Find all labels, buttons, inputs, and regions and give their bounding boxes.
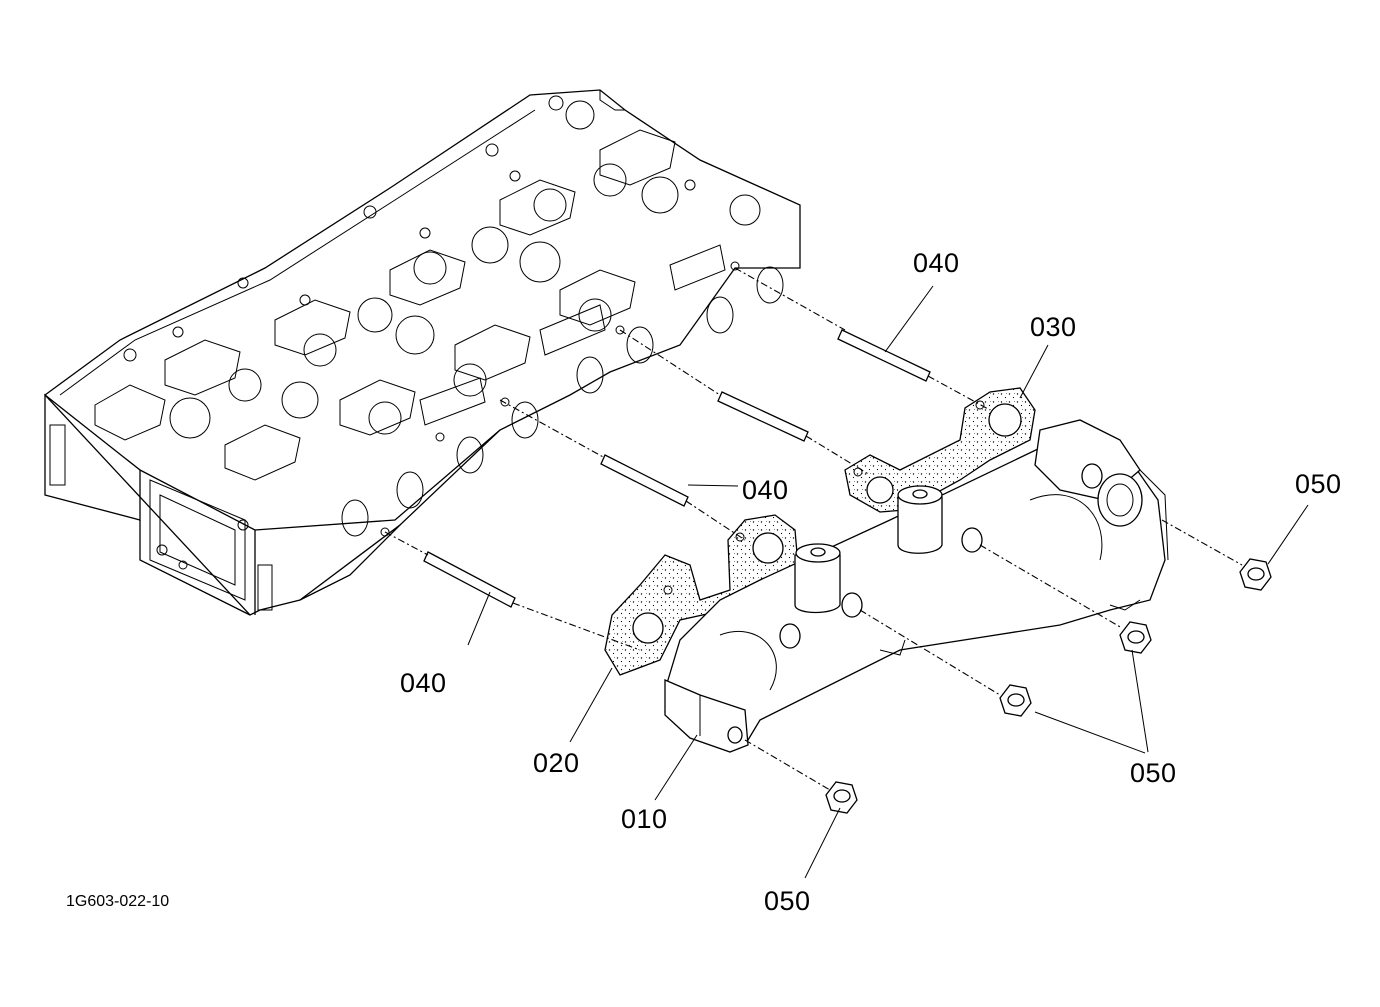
- callout-040-mid: 040: [742, 475, 789, 505]
- gasket-030: [844, 387, 1036, 513]
- callout-050-mid: 050: [1130, 758, 1177, 788]
- callout-050-front: 050: [764, 886, 811, 916]
- cylinder-head: [44, 89, 801, 616]
- nut-front: [825, 781, 858, 814]
- exhaust-manifold-010: [664, 419, 1169, 753]
- callout-050-right: 050: [1295, 469, 1342, 499]
- callout-040-low: 040: [400, 668, 447, 698]
- leader-lines: [467, 285, 1309, 879]
- nut-mid: [999, 684, 1032, 717]
- nut-right: [1239, 558, 1272, 591]
- stud-bolts: [423, 329, 931, 608]
- stud-mid: [600, 454, 689, 507]
- stud-top: [837, 329, 931, 382]
- assembly-axes: [384, 267, 1243, 791]
- callout-020: 020: [533, 748, 580, 778]
- drawing-code: 1G603-022-10: [66, 893, 170, 910]
- stud-upper-mid: [717, 391, 809, 442]
- callout-040-top: 040: [913, 248, 960, 278]
- callout-010: 010: [621, 804, 668, 834]
- nut-right-mid: [1119, 621, 1152, 654]
- stud-low: [423, 551, 516, 608]
- callout-030: 030: [1030, 312, 1077, 342]
